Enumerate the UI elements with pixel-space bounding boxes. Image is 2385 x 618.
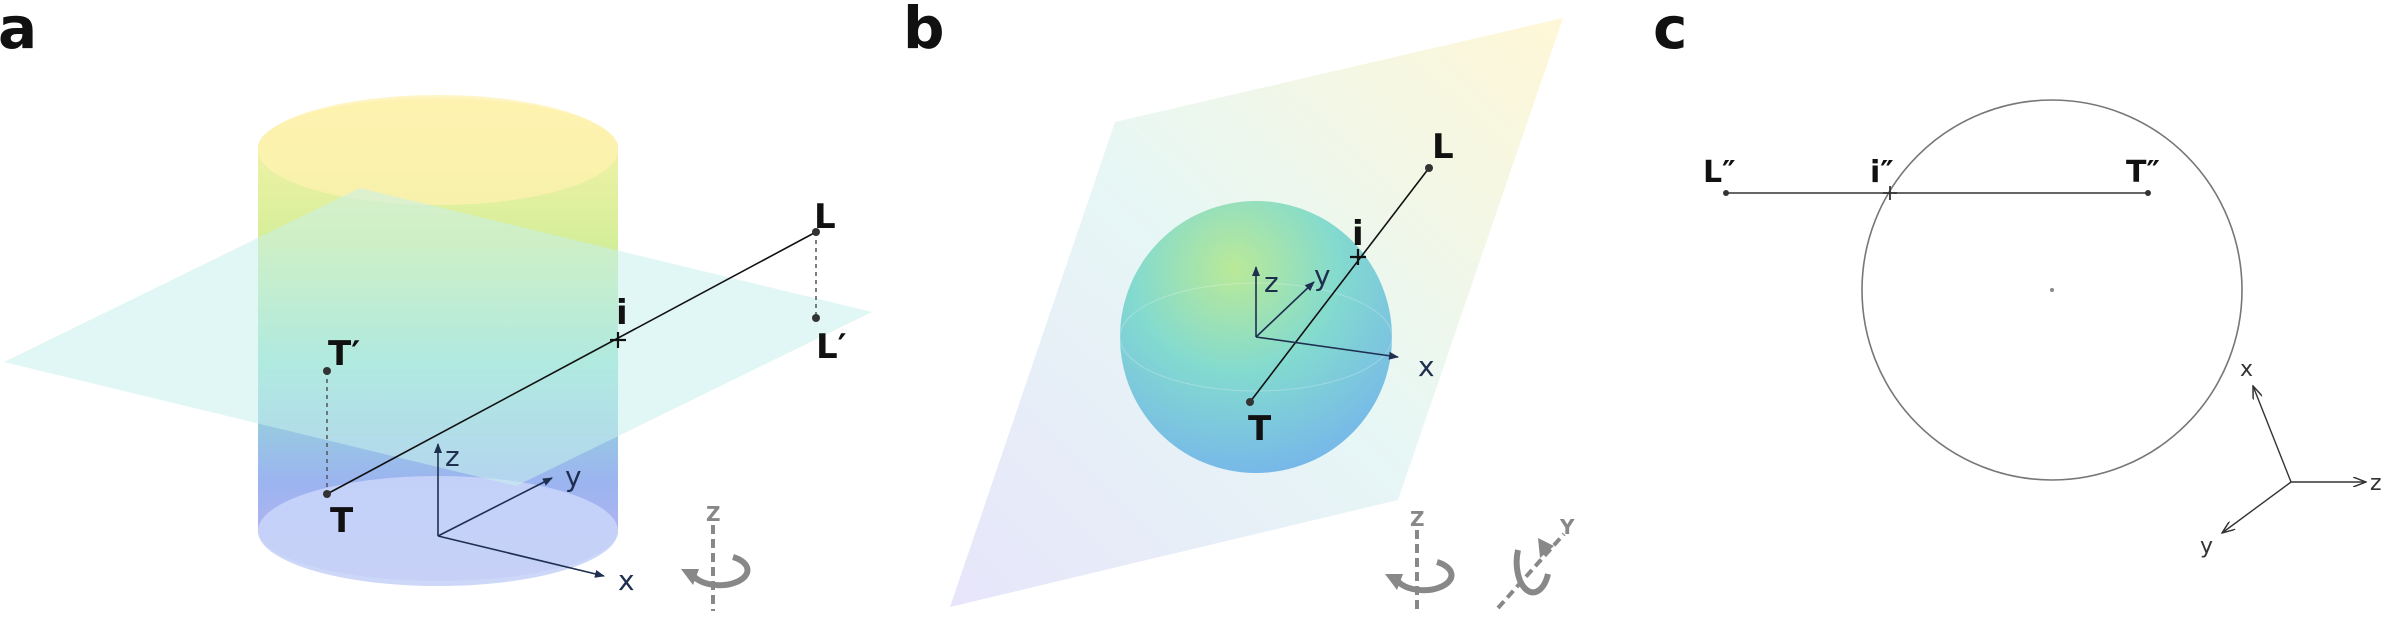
axis-x-a (437, 535, 605, 578)
rotation-y-icon-b: Y (1496, 515, 1575, 610)
axis-y-label-c: y (2200, 534, 2213, 559)
label-t-b: T (1248, 409, 1272, 449)
t-to-l-line-b (1249, 167, 1430, 403)
axes-c: x z y (2200, 357, 2382, 559)
label-t-a: T (330, 501, 354, 541)
point-l-b (1425, 164, 1433, 172)
axes-b: z y x (1252, 259, 1435, 383)
axis-z-label-b: z (1264, 266, 1279, 299)
axes-a: z y x (434, 440, 635, 597)
point-t-c (2145, 190, 2151, 196)
cross-section-circle (1861, 99, 2243, 481)
rotation-z-label-a: Z (706, 502, 721, 526)
axis-y-label-b: y (1314, 259, 1331, 292)
axis-y-b (1255, 281, 1315, 338)
label-l-b: L (1432, 127, 1454, 167)
circle-center-dot (2050, 288, 2054, 292)
label-l-prime: L′ (816, 327, 847, 367)
point-t-b (1246, 398, 1254, 406)
axis-y-c (2222, 481, 2292, 533)
axis-x-label-a: x (618, 564, 635, 597)
panel-a-label: a (0, 0, 37, 62)
point-l-prime (812, 314, 820, 322)
axis-x-c (2253, 386, 2292, 483)
rotation-z-icon-b: Z (1385, 507, 1455, 614)
point-l-a (812, 228, 820, 236)
panel-a: a T T′ L L′ i z y x (0, 0, 872, 611)
label-i-a: i (616, 293, 628, 333)
point-t-prime (323, 367, 331, 375)
intersection-marker-b (1350, 249, 1366, 265)
panel-b: b L i T z y x Z (903, 0, 1575, 614)
axis-x-b (1255, 336, 1399, 360)
label-l-c: L″ (1703, 155, 1736, 190)
label-l-a: L (814, 197, 836, 237)
panel-c: c L″ i″ T″ x z y (1653, 0, 2382, 559)
label-i-c: i″ (1870, 155, 1894, 190)
axis-y-label-a: y (565, 460, 582, 493)
axis-y-a (437, 477, 553, 537)
axis-x-label-b: x (1418, 350, 1435, 383)
intersection-marker-c (1883, 186, 1897, 200)
cylinder-top-cap (258, 95, 618, 205)
horizontal-plane (4, 188, 872, 486)
axis-z-label-a: z (445, 440, 460, 473)
axis-x-label-c: x (2240, 357, 2253, 382)
label-i-b: i (1352, 214, 1364, 254)
point-l-c (1723, 190, 1729, 196)
rotation-z-icon-a: Z (681, 502, 751, 611)
label-t-c: T″ (2126, 155, 2160, 190)
intersection-marker-a (610, 332, 626, 348)
t-to-l-line (326, 231, 817, 495)
label-t-prime: T′ (328, 334, 360, 374)
panel-c-label: c (1653, 0, 1687, 62)
rotation-y-label-b: Y (1559, 515, 1575, 539)
rotation-z-label-b: Z (1410, 507, 1425, 531)
panel-b-label: b (903, 0, 945, 62)
point-t-a (323, 490, 331, 498)
axis-z-label-c: z (2370, 471, 2382, 496)
